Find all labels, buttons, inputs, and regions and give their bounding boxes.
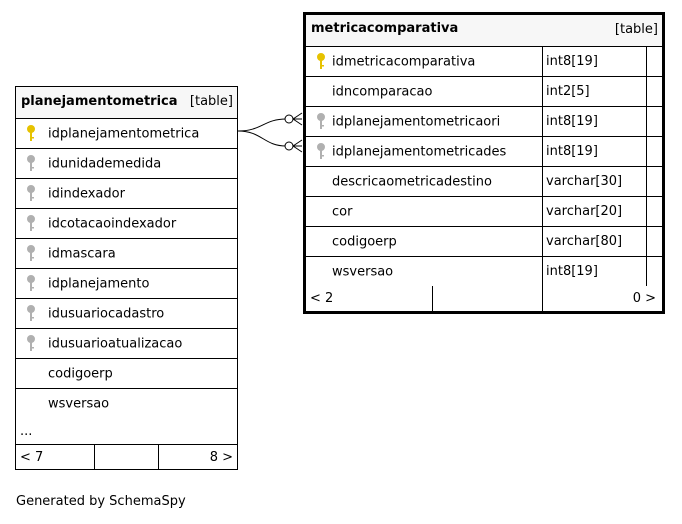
column-row[interactable]: idmascara xyxy=(16,239,237,269)
column-row[interactable]: idplanejamento xyxy=(16,269,237,299)
column-padding-cell xyxy=(646,197,662,226)
children-count[interactable]: 0 > xyxy=(632,291,656,306)
column-padding-cell xyxy=(646,137,662,166)
foreign-key-icon xyxy=(316,142,326,161)
column-datatype: varchar[20] xyxy=(546,204,623,219)
column-name[interactable]: codigoerp xyxy=(48,366,113,381)
column-name[interactable]: wsversao xyxy=(332,264,394,279)
column-name[interactable]: cor xyxy=(332,204,353,219)
relationship-edge-ori xyxy=(237,118,287,132)
table-name[interactable]: metricacomparativa xyxy=(311,21,459,36)
footer-spacer xyxy=(94,445,158,469)
foreign-key-icon xyxy=(316,112,326,131)
column-name[interactable]: codigoerp xyxy=(332,234,397,249)
column-name[interactable]: idplanejamento xyxy=(48,276,150,291)
column-row[interactable]: idindexador xyxy=(16,179,237,209)
column-name[interactable]: idncomparacao xyxy=(332,84,433,99)
column-row[interactable]: wsversao xyxy=(16,389,237,418)
foreign-key-icon xyxy=(26,184,36,203)
column-name[interactable]: idplanejamentometricades xyxy=(332,144,507,159)
relationship-crowfoot-ori xyxy=(292,112,303,126)
column-row[interactable]: wsversao int8[19] xyxy=(306,257,662,286)
more-columns-indicator: ... xyxy=(20,423,33,439)
children-count[interactable]: 8 > xyxy=(209,449,233,465)
column-row[interactable]: idunidademedida xyxy=(16,149,237,179)
column-row[interactable]: idmetricacomparativa int8[19] xyxy=(306,47,662,77)
table-footer: < 2 0 > xyxy=(306,286,662,311)
column-padding-cell xyxy=(646,77,662,106)
column-name[interactable]: descricaometricadestino xyxy=(332,174,492,189)
table-type-label: [table] xyxy=(189,94,233,109)
primary-key-icon xyxy=(316,52,326,71)
table-header: metricacomparativa [table] xyxy=(306,15,662,47)
relationship-crowfoot-des xyxy=(292,139,303,153)
column-name[interactable]: idplanejamentometricaori xyxy=(332,114,501,129)
foreign-key-icon xyxy=(26,334,36,353)
foreign-key-icon xyxy=(26,154,36,173)
column-datatype: int8[19] xyxy=(546,144,598,159)
table-metricacomparativa[interactable]: metricacomparativa [table] idmetricacomp… xyxy=(303,12,665,314)
column-datatype: int8[19] xyxy=(546,264,598,279)
column-name[interactable]: wsversao xyxy=(48,396,110,411)
column-datatype: varchar[80] xyxy=(546,234,623,249)
column-row[interactable]: idplanejamentometricaori int8[19] xyxy=(306,107,662,137)
column-row[interactable]: codigoerp varchar[80] xyxy=(306,227,662,257)
foreign-key-icon xyxy=(26,214,36,233)
column-name[interactable]: idindexador xyxy=(48,186,125,201)
column-row[interactable]: idncomparacao int2[5] xyxy=(306,77,662,107)
relationship-edge-des xyxy=(237,130,287,147)
column-padding-cell xyxy=(646,227,662,256)
column-row[interactable]: idplanejamentometrica xyxy=(16,119,237,149)
column-name[interactable]: idcotacaoindexador xyxy=(48,216,177,231)
column-name[interactable]: idmetricacomparativa xyxy=(332,54,476,69)
column-name[interactable]: idusuariocadastro xyxy=(48,306,165,321)
table-type-label: [table] xyxy=(614,22,658,37)
column-row[interactable]: idusuarioatualizacao xyxy=(16,329,237,359)
more-columns-row: ... xyxy=(16,418,237,445)
column-padding-cell xyxy=(646,107,662,136)
table-header: planejamentometrica [table] xyxy=(16,87,237,119)
footer-spacer xyxy=(432,286,542,311)
column-padding-cell xyxy=(646,47,662,76)
column-datatype: int8[19] xyxy=(546,54,598,69)
foreign-key-icon xyxy=(26,304,36,323)
column-padding-cell xyxy=(646,167,662,196)
column-name[interactable]: idusuarioatualizacao xyxy=(48,336,183,351)
column-datatype: int2[5] xyxy=(546,84,590,99)
column-datatype: varchar[30] xyxy=(546,174,623,189)
column-padding-cell xyxy=(646,257,662,286)
column-name[interactable]: idunidademedida xyxy=(48,156,162,171)
column-row[interactable]: codigoerp xyxy=(16,359,237,389)
column-name[interactable]: idplanejamentometrica xyxy=(48,126,200,141)
column-row[interactable]: idcotacaoindexador xyxy=(16,209,237,239)
table-name[interactable]: planejamentometrica xyxy=(21,94,178,109)
column-row[interactable]: idplanejamentometricades int8[19] xyxy=(306,137,662,167)
column-name[interactable]: idmascara xyxy=(48,246,116,261)
column-row[interactable]: idusuariocadastro xyxy=(16,299,237,329)
column-row[interactable]: descricaometricadestino varchar[30] xyxy=(306,167,662,197)
foreign-key-icon xyxy=(26,274,36,293)
parents-count[interactable]: < 2 xyxy=(310,291,334,306)
column-row[interactable]: cor varchar[20] xyxy=(306,197,662,227)
relationship-optional-marker-ori xyxy=(284,114,294,124)
parents-count[interactable]: < 7 xyxy=(20,449,44,465)
table-planejamentometrica[interactable]: planejamentometrica [table] idplanejamen… xyxy=(15,86,238,470)
primary-key-icon xyxy=(26,124,36,143)
relationship-optional-marker-des xyxy=(284,141,294,151)
column-datatype: int8[19] xyxy=(546,114,598,129)
table-footer: < 7 8 > xyxy=(16,445,237,469)
generated-by-label: Generated by SchemaSpy xyxy=(16,494,186,509)
foreign-key-icon xyxy=(26,244,36,263)
